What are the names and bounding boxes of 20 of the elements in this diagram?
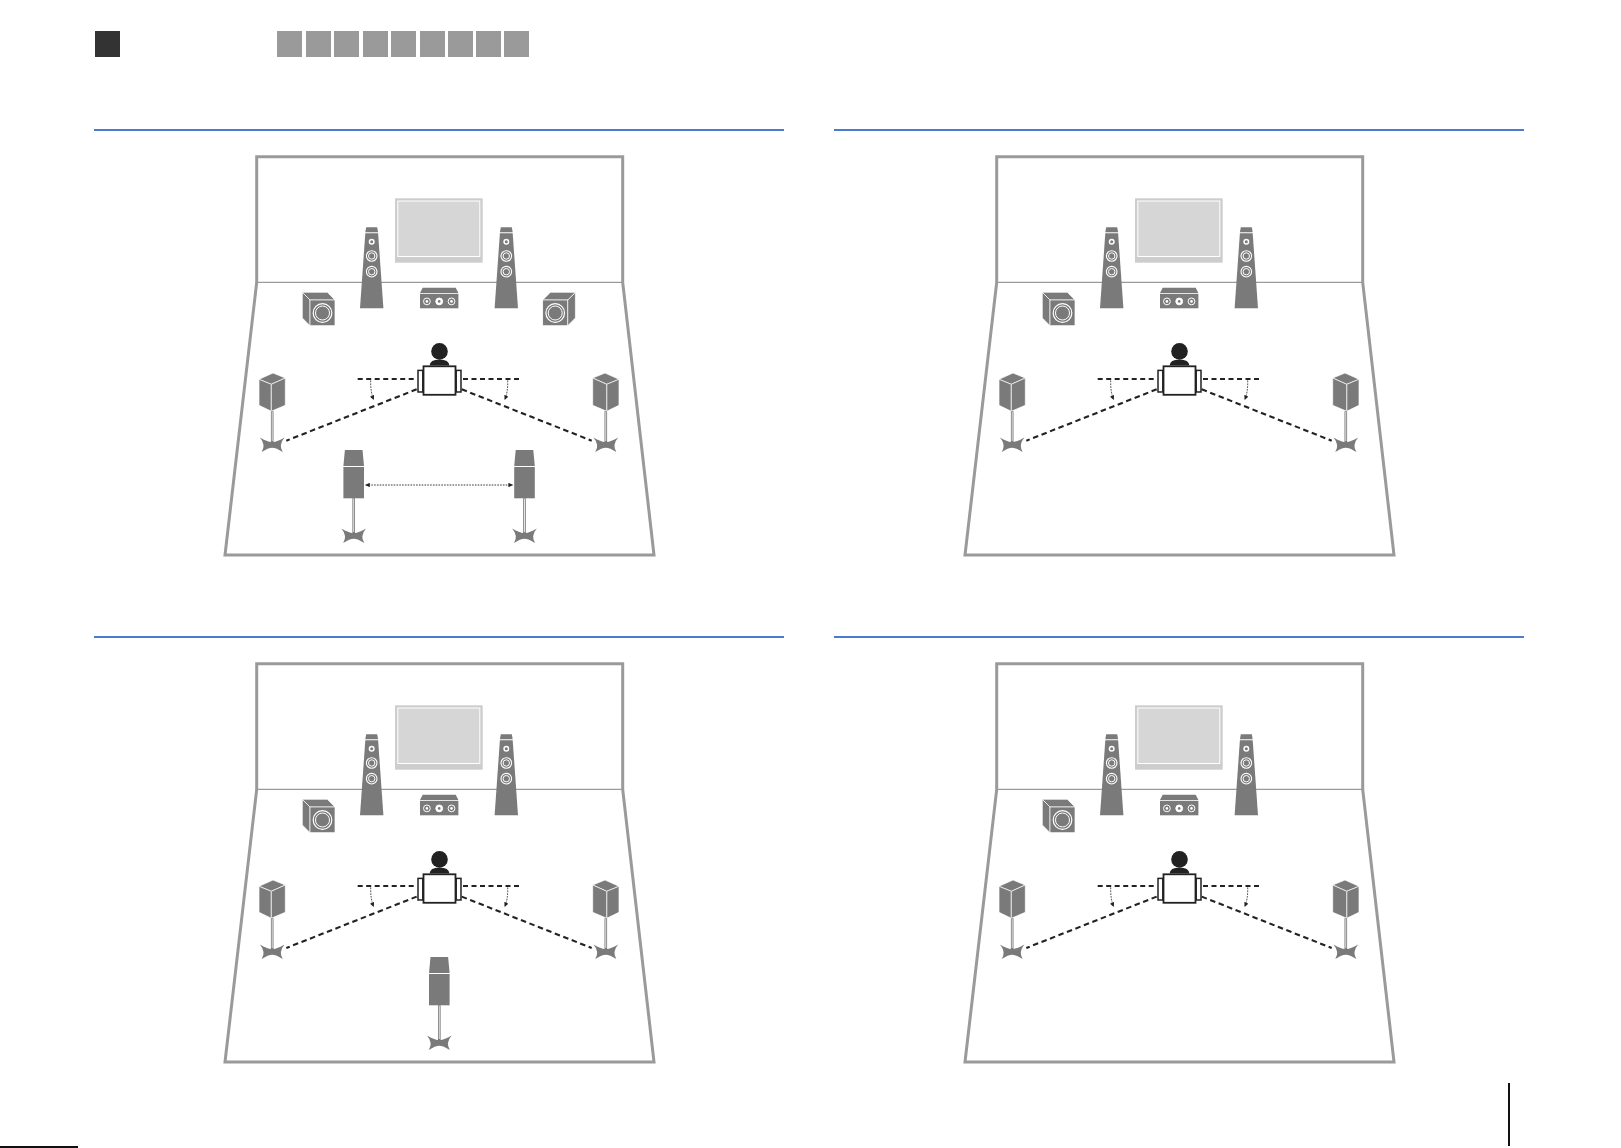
speaker-on-stand-icon [1331, 372, 1359, 453]
listener-icon [416, 850, 462, 904]
listener-icon [416, 343, 462, 396]
sight-line [461, 895, 593, 949]
sight-line [1025, 388, 1158, 442]
speaker-on-stand-icon [999, 880, 1027, 960]
sight-line [1201, 895, 1333, 949]
sight-line [285, 388, 418, 442]
sight-line [461, 388, 593, 442]
speaker-on-stand-icon [259, 880, 287, 960]
speaker-on-stand-icon [999, 372, 1027, 453]
sight-line [285, 895, 418, 949]
listener-icon [1156, 850, 1202, 904]
speaker-on-stand-icon [259, 372, 287, 453]
listener-icon [1156, 343, 1202, 396]
speaker-on-stand-icon [1331, 880, 1359, 960]
speaker-on-stand-icon [591, 880, 619, 960]
sight-line [1025, 895, 1158, 949]
sight-line [1201, 388, 1333, 442]
speaker-on-stand-icon [591, 372, 619, 453]
